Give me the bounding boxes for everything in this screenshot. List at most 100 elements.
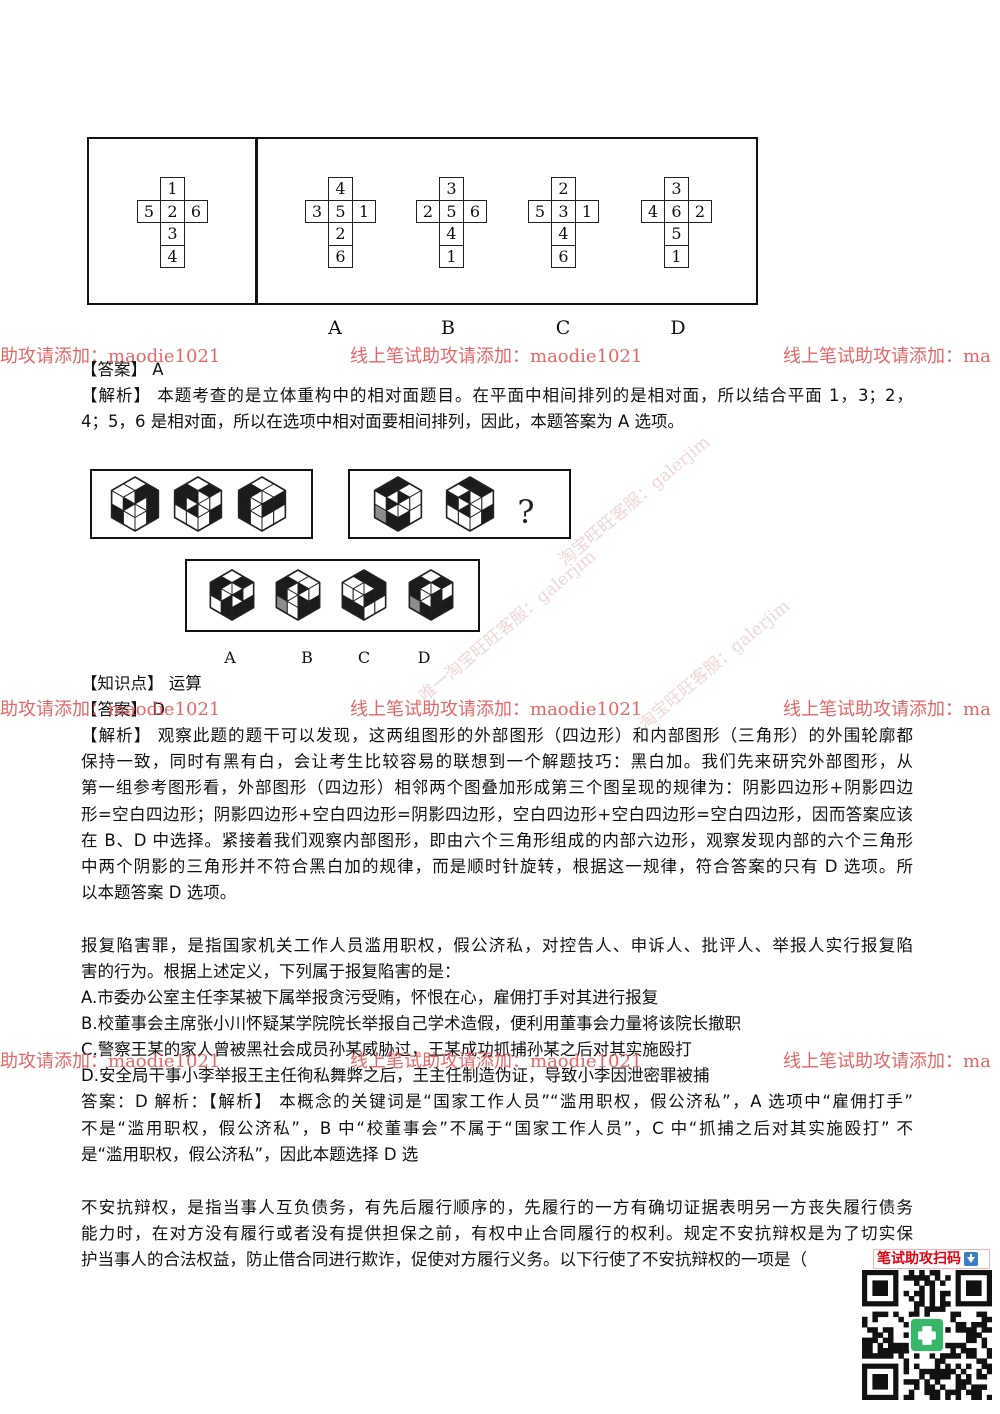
qr-module bbox=[914, 1379, 920, 1385]
qr-code[interactable] bbox=[862, 1270, 992, 1400]
qr-module bbox=[888, 1353, 894, 1359]
watermark-text: 线上笔试助攻请添加：ma bbox=[783, 699, 991, 720]
cube-option-label-b: B bbox=[301, 648, 313, 667]
net-cell: 6 bbox=[551, 244, 576, 268]
net-cell: 2 bbox=[328, 222, 353, 246]
qr-module bbox=[976, 1322, 982, 1328]
qr-module bbox=[882, 1311, 889, 1318]
qr-module bbox=[934, 1389, 941, 1396]
qr-module bbox=[862, 1322, 868, 1328]
net-option-label-b: B bbox=[441, 317, 455, 339]
qr-finder-pattern bbox=[872, 1280, 888, 1296]
qr-module bbox=[955, 1353, 962, 1359]
qr-module bbox=[888, 1337, 894, 1344]
qr-module bbox=[955, 1379, 962, 1385]
qr-module bbox=[903, 1275, 910, 1281]
qr-module bbox=[929, 1301, 936, 1307]
qr-module bbox=[940, 1353, 946, 1359]
q3-option-b: B.校董事会主席张小川怀疑某学院院长举报自己学术造假，便利用董事会力量将该院长撤… bbox=[81, 1014, 742, 1033]
cube-option-d bbox=[408, 569, 454, 621]
qr-module bbox=[929, 1368, 936, 1375]
qr-module bbox=[945, 1394, 951, 1400]
cube-group-1-item bbox=[173, 476, 223, 532]
qr-module bbox=[872, 1311, 878, 1318]
qr-module bbox=[914, 1384, 920, 1390]
q4-stem-line: 不安抗辩权，是指当事人互负债务，有先后履行顺序的，先履行的一方有确切证据表明另一… bbox=[81, 1198, 913, 1217]
qr-module bbox=[903, 1394, 910, 1400]
qr-module bbox=[862, 1348, 868, 1354]
cube-inner-triangle bbox=[352, 594, 365, 608]
net-cell: 5 bbox=[664, 222, 689, 246]
cube-outline bbox=[173, 476, 223, 532]
qr-module bbox=[893, 1342, 899, 1349]
qr-module bbox=[877, 1311, 884, 1318]
net-cell: 3 bbox=[439, 177, 464, 201]
qr-module bbox=[960, 1342, 967, 1349]
qr-module bbox=[882, 1348, 889, 1354]
qr-module bbox=[945, 1374, 951, 1380]
net-cell: 5 bbox=[328, 199, 353, 223]
qr-module bbox=[966, 1332, 972, 1338]
cube-outline bbox=[275, 569, 321, 621]
qr-module bbox=[903, 1358, 910, 1364]
qr-module bbox=[903, 1368, 910, 1375]
qr-module bbox=[929, 1394, 936, 1400]
qr-module bbox=[966, 1353, 972, 1359]
q3-stem-line: 报复陷害罪，是指国家机关工作人员滥用职权，假公济私，对控告人、申诉人、批评人、举… bbox=[81, 936, 913, 955]
qr-module bbox=[934, 1275, 941, 1281]
q1-analysis-line: 【解析】 本题考查的是立体重构中的相对面题目。在平面中相间排列的是相对面，所以结… bbox=[81, 386, 913, 405]
qr-module bbox=[929, 1374, 936, 1380]
qr-module bbox=[919, 1285, 925, 1292]
qr-module bbox=[981, 1337, 988, 1344]
net-cell: 6 bbox=[462, 199, 488, 223]
cube-outline bbox=[341, 569, 387, 621]
qr-module bbox=[971, 1327, 977, 1333]
cube-inner-triangle bbox=[286, 594, 299, 608]
qr-module bbox=[986, 1353, 992, 1359]
q4-stem-line: 能力时，在对方没有履行或者没有提供担保之前，有权中止合同履行的权利。规定不安抗辩… bbox=[81, 1224, 913, 1243]
qr-module bbox=[929, 1290, 936, 1297]
watermark-text: 线上笔试助攻请添加：ma bbox=[783, 1051, 991, 1072]
qr-module bbox=[976, 1389, 982, 1396]
qr-caption-text: 笔试助攻扫码 bbox=[877, 1251, 961, 1267]
q2-analysis-line: 第一组参考图形看，外部图形（四边形）相邻两个图叠加形成第三个图呈现的规律为：阴影… bbox=[81, 778, 913, 797]
qr-module bbox=[981, 1327, 988, 1333]
qr-module bbox=[981, 1342, 988, 1349]
qr-module bbox=[950, 1311, 956, 1318]
qr-module bbox=[872, 1337, 878, 1344]
qr-module bbox=[919, 1301, 925, 1307]
qr-module bbox=[898, 1316, 904, 1323]
qr-module bbox=[872, 1353, 878, 1359]
qr-module bbox=[908, 1270, 915, 1276]
qr-module bbox=[986, 1327, 992, 1333]
net-cell: 2 bbox=[551, 177, 576, 201]
qr-module bbox=[924, 1384, 930, 1390]
cube-group-2-item bbox=[445, 476, 495, 532]
net-cell: 1 bbox=[160, 177, 185, 201]
qr-module bbox=[903, 1322, 910, 1328]
q2-analysis-line: 形=空白四边形；阴影四边形+空白四边形=阴影四边形，空白四边形+空白四边形=空白… bbox=[81, 805, 913, 824]
qr-module bbox=[950, 1389, 956, 1396]
qr-module bbox=[924, 1280, 930, 1286]
net-cell: 4 bbox=[439, 222, 464, 246]
qr-module bbox=[945, 1301, 951, 1307]
question-mark: ? bbox=[517, 493, 534, 531]
qr-module bbox=[924, 1311, 930, 1318]
qr-module bbox=[940, 1296, 946, 1302]
qr-module bbox=[966, 1348, 972, 1354]
qr-module bbox=[888, 1327, 894, 1333]
cube-inner-triangle bbox=[457, 503, 471, 518]
net-figure-divider bbox=[255, 137, 258, 305]
qr-module bbox=[929, 1384, 936, 1390]
qr-module bbox=[955, 1363, 962, 1370]
qr-module bbox=[981, 1322, 988, 1328]
qr-module bbox=[888, 1342, 894, 1349]
qr-module bbox=[862, 1337, 868, 1344]
qr-module bbox=[986, 1316, 992, 1323]
cube-group-1-item bbox=[237, 476, 287, 532]
qr-module bbox=[976, 1358, 982, 1364]
net-cell: 4 bbox=[640, 199, 666, 223]
net-cell: 4 bbox=[328, 177, 353, 201]
net-cell: 5 bbox=[136, 199, 162, 223]
net-cell: 1 bbox=[664, 244, 689, 268]
